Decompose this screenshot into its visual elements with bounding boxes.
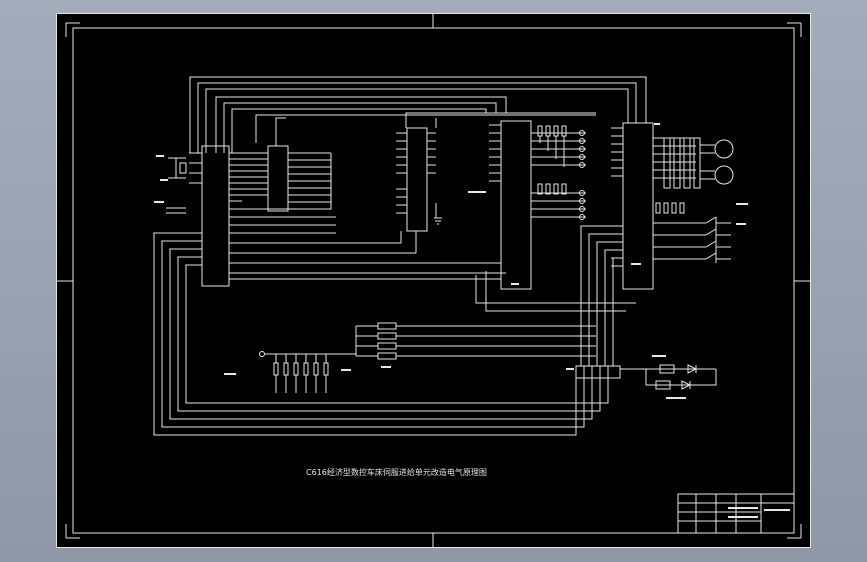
schematic-diagram: C616经济型数控车床伺服进给单元改造电气原理图 [56, 13, 811, 548]
terminal-block [566, 365, 621, 379]
drawing-title: C616经济型数控车床伺服进给单元改造电气原理图 [306, 467, 487, 477]
corner-mark-br [787, 524, 802, 539]
return-routing [153, 225, 614, 436]
stepper-motor-z [714, 165, 734, 185]
ic-u5 [611, 122, 706, 290]
resistor-ladder [259, 351, 356, 393]
resistor-array-1 [537, 125, 585, 168]
corner-mark-tl [65, 22, 80, 37]
ic-u3 [396, 112, 596, 253]
ic-u2 [242, 117, 331, 212]
inner-frame [72, 27, 795, 534]
power-supply [620, 355, 717, 399]
stepper-motor-x [714, 139, 734, 159]
drawing-sheet: C616经济型数控车床伺服进给单元改造电气原理图 [56, 13, 811, 548]
clock-circuit [154, 155, 187, 214]
relay-outputs [655, 202, 731, 263]
top-bus [189, 76, 647, 153]
driver-block [663, 137, 734, 189]
corner-mark-tr [787, 22, 802, 37]
optocoupler-row [355, 322, 596, 360]
data-bus-lines [229, 153, 506, 280]
title-block [677, 493, 795, 534]
pin-labels [224, 123, 748, 375]
resistor-array-2 [537, 183, 585, 220]
ic-u1 [189, 145, 242, 287]
corner-mark-bl [65, 524, 80, 539]
